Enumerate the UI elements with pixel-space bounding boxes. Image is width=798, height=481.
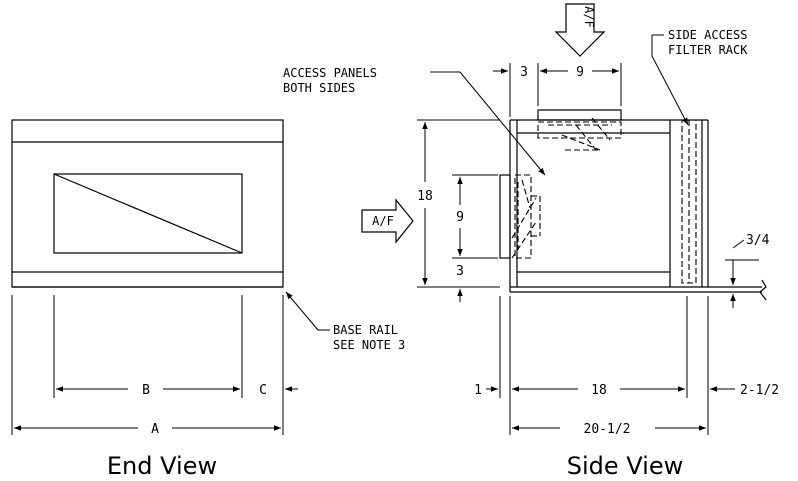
end-view-cabinet [11, 119, 284, 288]
airflow-side-label: A/F [372, 214, 394, 228]
base-rail-callout: BASE RAIL SEE NOTE 3 [285, 291, 405, 352]
dimension-rail-label: 3/4 [746, 233, 770, 248]
dimension-right-offset-label: 2-1/2 [740, 383, 779, 398]
end-view-opening [53, 173, 243, 254]
top-opening-collar [537, 109, 622, 151]
dimension-overall-width-label: 20-1/2 [584, 422, 631, 437]
filter-rack-note: FILTER RACK [668, 43, 748, 57]
dimension-c: C [227, 383, 298, 398]
end-view: B C A BASE RAIL SEE NOTE 3 End View [11, 119, 405, 480]
side-opening-collar [499, 174, 541, 259]
dimension-height: 18 [417, 119, 500, 288]
end-view-title: End View [107, 452, 217, 480]
access-panels-note: BOTH SIDES [283, 81, 355, 95]
dimension-b: B [56, 383, 240, 398]
base-rail-label: BASE RAIL [333, 323, 398, 337]
filter-rack-callout: SIDE ACCESS FILTER RACK [651, 28, 748, 126]
dimension-height-label: 18 [417, 189, 433, 204]
access-panels-callout: ACCESS PANELS BOTH SIDES [283, 66, 546, 176]
dimension-body-width-label: 18 [591, 383, 607, 398]
filter-rack [681, 119, 697, 284]
airflow-arrow-top: A/F [554, 3, 606, 57]
dimension-body-width: 18 [512, 383, 685, 398]
side-view-extension-lines [499, 296, 709, 435]
dimension-bottom-offset: 3 [456, 264, 464, 302]
dimension-side-opening-label: 9 [456, 210, 464, 225]
dimension-top-offset-label: 3 [520, 65, 528, 80]
base-rail-note: SEE NOTE 3 [333, 338, 405, 352]
dimension-bottom-offset-label: 3 [456, 264, 464, 279]
access-panels-label: ACCESS PANELS [283, 66, 377, 80]
airflow-top-label: A/F [582, 6, 596, 28]
dimension-rail: 3/4 [725, 233, 770, 308]
airflow-arrow-side: A/F [361, 198, 414, 244]
dimension-top-opening-label: 9 [576, 65, 584, 80]
dimension-left-offset: 1 [474, 383, 498, 398]
dimension-side-opening: 9 [452, 174, 498, 259]
side-view-cabinet [509, 119, 767, 301]
dimension-top-opening: 9 [540, 65, 619, 80]
dimension-a-label: A [151, 422, 159, 437]
dimension-right-offset: 2-1/2 [710, 383, 779, 398]
dimension-top-offset: 3 [493, 63, 622, 117]
dimension-c-label: C [259, 383, 267, 398]
dimension-left-offset-label: 1 [474, 383, 482, 398]
dimension-overall-width: 20-1/2 [512, 422, 706, 437]
filter-rack-label: SIDE ACCESS [668, 28, 747, 42]
dimension-b-label: B [142, 383, 150, 398]
side-view: ACCESS PANELS BOTH SIDES SIDE ACCESS FIL… [283, 3, 779, 480]
side-view-title: Side View [567, 452, 683, 480]
end-view-extension-lines [11, 295, 284, 435]
dimension-a: A [14, 422, 281, 437]
